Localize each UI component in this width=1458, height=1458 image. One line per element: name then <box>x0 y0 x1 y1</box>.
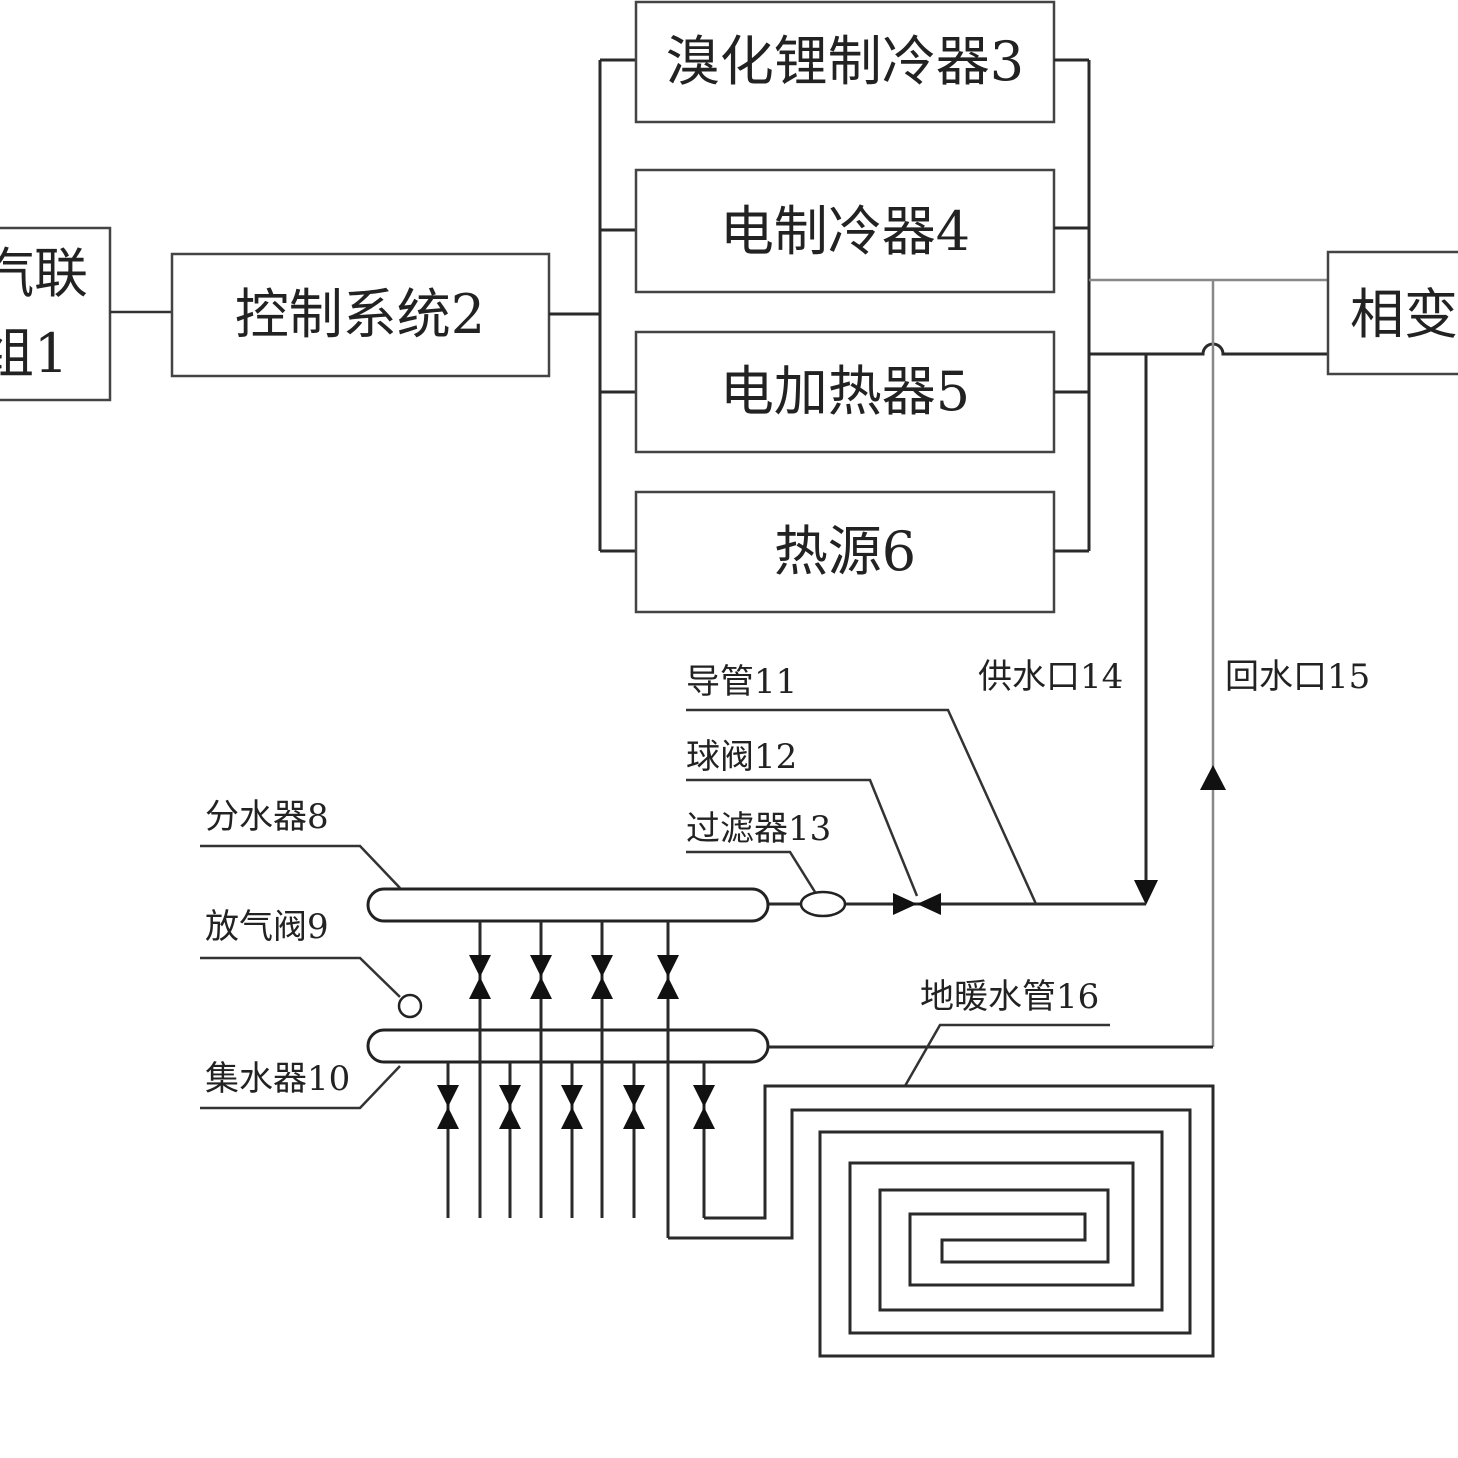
conduit-leader <box>686 708 1038 905</box>
ball-valve-icon <box>893 893 917 915</box>
floor-pipe-leader <box>903 1023 1110 1087</box>
filter-leader <box>686 850 817 893</box>
cchp-unit-box <box>0 226 112 402</box>
cchp-unit-label-line2: 组1 <box>0 322 68 385</box>
floor-heating-coil-outer <box>668 1084 1215 1358</box>
collector-branches <box>437 1062 715 1218</box>
libr-chiller-box <box>634 0 1056 124</box>
collector-pipe <box>366 1028 770 1064</box>
link-lower-phase-change <box>1089 342 1328 356</box>
control-system-label: 控制系统2 <box>235 283 485 346</box>
heat-source-label: 热源6 <box>774 520 916 583</box>
electric-chiller-box <box>634 168 1056 294</box>
return-arrow-icon <box>1200 765 1226 790</box>
valve-icon <box>623 1085 645 1107</box>
valve-icon <box>591 955 613 977</box>
conduit-label: 导管11 <box>686 662 797 702</box>
collector-label: 集水器10 <box>205 1059 350 1099</box>
floor-pipe-label: 地暖水管16 <box>920 977 1099 1017</box>
libr-chiller-label: 溴化锂制冷器3 <box>666 30 1024 93</box>
valve-icon <box>693 1085 715 1107</box>
ball-valve-label: 球阀12 <box>686 737 797 777</box>
ball-valve-leader <box>686 778 919 897</box>
valve-icon <box>561 1085 583 1107</box>
filter-label: 过滤器13 <box>686 809 831 849</box>
heat-source-box <box>634 490 1056 614</box>
electric-heater-box <box>634 330 1056 454</box>
valve-icon <box>530 955 552 977</box>
electric-chiller-label: 电制冷器4 <box>720 200 970 263</box>
supply-arrow-icon <box>1134 880 1158 905</box>
filter-icon <box>799 890 847 918</box>
cchp-unit-label-line1: 汽联 <box>0 242 88 305</box>
valve-icon <box>499 1085 521 1107</box>
distributor-leader <box>200 844 401 889</box>
distributor-branches <box>469 921 679 1238</box>
phase-change-label: 相变 <box>1350 283 1458 346</box>
distributor-pipe <box>366 887 770 923</box>
supply-port-label: 供水口14 <box>978 657 1123 697</box>
control-system-box <box>170 252 551 378</box>
valve-icon <box>437 1085 459 1107</box>
phase-change-box <box>1326 250 1458 376</box>
electric-heater-label: 电加热器5 <box>720 360 970 423</box>
air-valve-label: 放气阀9 <box>205 907 329 947</box>
valve-icon <box>469 955 491 977</box>
distributor-label: 分水器8 <box>205 797 329 837</box>
air-valve-leader <box>200 956 401 998</box>
air-valve-icon <box>397 993 423 1019</box>
collector-leader <box>200 1065 401 1110</box>
return-port-label: 回水口15 <box>1225 657 1370 697</box>
valve-icon <box>657 955 679 977</box>
